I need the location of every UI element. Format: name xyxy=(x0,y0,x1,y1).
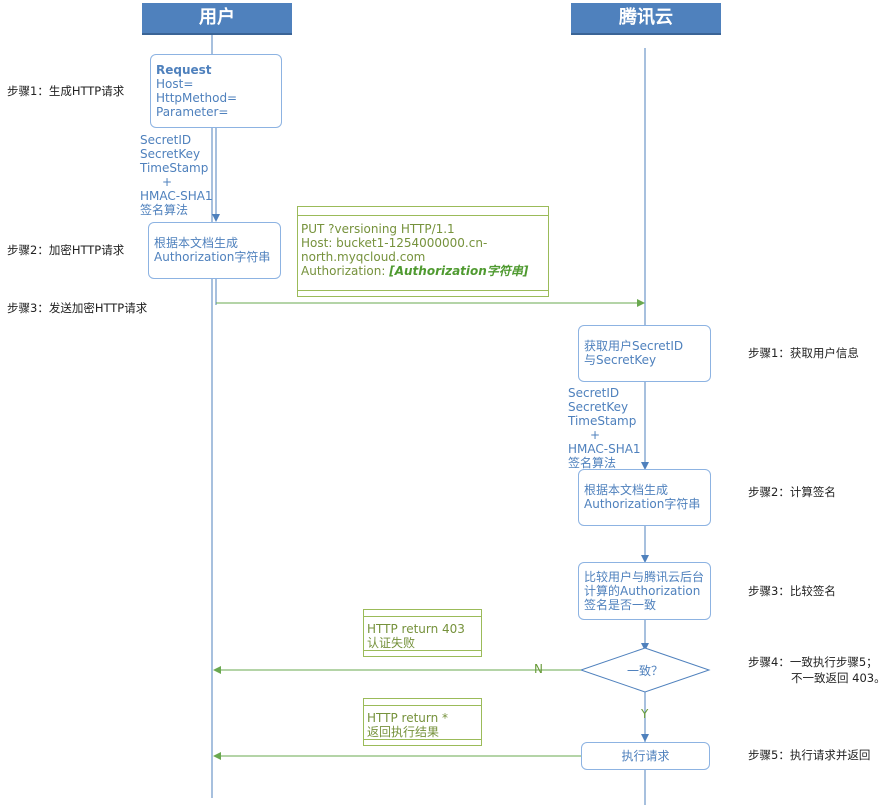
param-plus: + xyxy=(162,175,173,189)
param-timestamp: TimeStamp xyxy=(140,161,209,175)
note-403-line2: 认证失败 xyxy=(367,636,416,650)
return-result-note: HTTP return * 返回执行结果 xyxy=(363,698,482,746)
cloud-param-plus: + xyxy=(590,428,601,442)
cloud-param-secret-id: SecretID xyxy=(568,386,620,400)
cloud-generate-auth-box: 根据本文档生成 Authorization字符串 xyxy=(578,469,711,526)
cloud-step-3: 步骤3：比较签名 xyxy=(748,584,836,598)
http-note-auth-label: Authorization: xyxy=(301,264,390,278)
user-sign-params: SecretID SecretKey TimeStamp + HMAC-SHA1… xyxy=(140,133,213,217)
http-note-line1: PUT ?versioning HTTP/1.1 xyxy=(301,222,455,236)
cloud-generate-line2: Authorization字符串 xyxy=(584,497,701,511)
cloud-step-2: 步骤2：计算签名 xyxy=(748,485,836,499)
user-step-2: 步骤2：加密HTTP请求 xyxy=(7,243,125,257)
decision-yes-label: Y xyxy=(641,707,649,721)
user-step-3: 步骤3：发送加密HTTP请求 xyxy=(7,301,148,315)
param-secret-key: SecretKey xyxy=(140,147,201,161)
execute-request-label: 执行请求 xyxy=(621,749,670,763)
cloud-compare-line2: 计算的Authorization xyxy=(584,584,701,598)
cloud-param-timestamp: TimeStamp xyxy=(568,414,637,428)
cloud-step-5: 步骤5：执行请求并返回 xyxy=(748,748,871,762)
request-box: Request Host= HttpMethod= Parameter= xyxy=(150,54,282,128)
cloud-step-1: 步骤1：获取用户信息 xyxy=(748,346,859,360)
note-403-line1: HTTP return 403 xyxy=(367,622,465,636)
decision-diamond xyxy=(579,647,711,693)
http-note-line2: Host: bucket1-1254000000.cn- xyxy=(301,236,488,250)
cloud-get-line2: 与SecretKey xyxy=(584,353,657,367)
request-host: Host= xyxy=(156,77,194,91)
decision-label: 一致？ xyxy=(626,664,663,678)
user-generate-line1: 根据本文档生成 xyxy=(154,236,239,250)
note-result-line2: 返回执行结果 xyxy=(367,725,440,739)
cloud-param-hmac: HMAC-SHA1 xyxy=(568,442,641,456)
request-title: Request xyxy=(156,63,212,77)
cloud-param-secret-key: SecretKey xyxy=(568,400,629,414)
request-method: HttpMethod= xyxy=(156,91,238,105)
execute-request-box: 执行请求 xyxy=(581,742,710,770)
http-note-auth: Authorization: [Authorization字符串] xyxy=(301,264,548,278)
cloud-step-4: 步骤4：一致执行步骤5； xyxy=(748,655,878,669)
decision-no-label: N xyxy=(534,662,543,676)
cloud-get-line1: 获取用户SecretID xyxy=(584,339,684,353)
note-result-line1: HTTP return * xyxy=(367,711,449,725)
cloud-param-algo: 签名算法 xyxy=(568,456,617,470)
user-generate-line2: Authorization字符串 xyxy=(154,250,271,264)
cloud-compare-line1: 比较用户与腾讯云后台 xyxy=(584,570,705,584)
http-request-note: PUT ?versioning HTTP/1.1 Host: bucket1-1… xyxy=(297,206,549,297)
cloud-compare-line3: 签名是否一致 xyxy=(584,598,657,612)
param-hmac: HMAC-SHA1 xyxy=(140,189,213,203)
lane-header-user: 用户 xyxy=(142,3,292,35)
request-parameter: Parameter= xyxy=(156,105,229,119)
http-note-auth-value: [Authorization字符串] xyxy=(389,264,529,278)
cloud-get-user-box: 获取用户SecretID 与SecretKey xyxy=(578,325,711,382)
http-note-line3: north.myqcloud.com xyxy=(301,250,426,264)
cloud-compare-box: 比较用户与腾讯云后台 计算的Authorization 签名是否一致 xyxy=(578,562,711,620)
user-step-1: 步骤1：生成HTTP请求 xyxy=(7,84,125,98)
cloud-step-4-continued: 不一致返回 403。 xyxy=(791,671,886,685)
cloud-sign-params: SecretID SecretKey TimeStamp + HMAC-SHA1… xyxy=(568,386,641,470)
param-algo: 签名算法 xyxy=(140,203,189,217)
return-403-note: HTTP return 403 认证失败 xyxy=(363,609,482,657)
cloud-generate-line1: 根据本文档生成 xyxy=(584,483,669,497)
param-secret-id: SecretID xyxy=(140,133,192,147)
user-generate-auth-box: 根据本文档生成 Authorization字符串 xyxy=(148,222,281,279)
lane-header-cloud: 腾讯云 xyxy=(571,3,721,35)
